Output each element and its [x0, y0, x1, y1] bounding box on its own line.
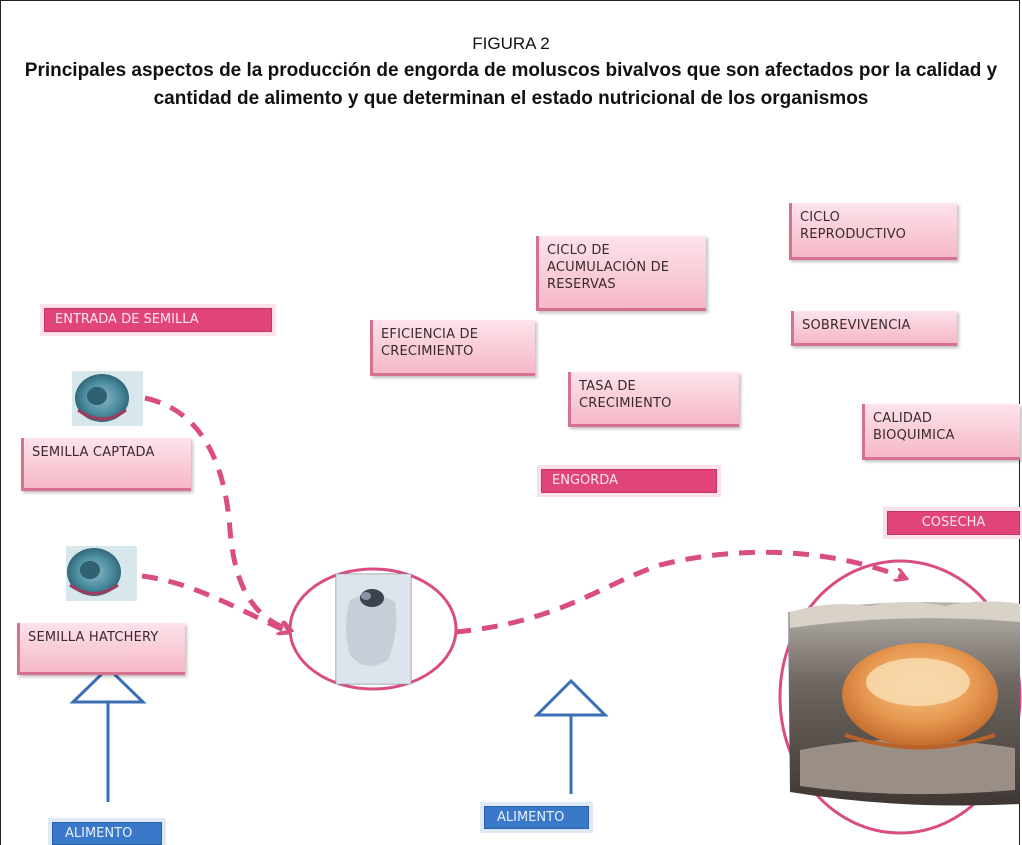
captured-seed-image: [72, 371, 143, 426]
label-semilla-captada-text: SEMILLA CAPTADA: [32, 445, 155, 460]
food-arrow-center: [533, 678, 609, 794]
label-tasa-crecimiento-text: TASA DE CRECIMIENTO: [579, 379, 672, 411]
label-sobrevivencia: SOBREVIVENCIA: [791, 311, 957, 346]
label-cosecha: COSECHA: [887, 511, 1020, 535]
scallop-image: [788, 601, 1020, 806]
label-eficiencia-crecimiento-text: EFICIENCIA DE CRECIMIENTO: [381, 327, 479, 359]
flow-arrow-hatchery: [141, 573, 288, 632]
label-alimento-left: ALIMENTO: [52, 822, 162, 845]
figure-label: FIGURA 2: [472, 34, 550, 53]
label-ciclo-acumulacion-text: CICLO DE ACUMULACIÓN DE RESERVAS: [547, 243, 670, 292]
label-calidad-bioquimica-text: CALIDAD BIOQUIMICA: [873, 411, 955, 443]
label-engorda: ENGORDA: [541, 469, 717, 493]
figure-title: Principales aspectos de la producción de…: [24, 60, 998, 109]
hatchery-seed-image: [66, 546, 137, 601]
seed-bag-image: [335, 573, 412, 685]
food-arrow-left: [69, 665, 147, 802]
label-semilla-captada: SEMILLA CAPTADA: [21, 438, 191, 491]
label-sobrevivencia-text: SOBREVIVENCIA: [802, 318, 911, 333]
label-entrada-semilla: ENTRADA DE SEMILLA: [44, 308, 272, 332]
label-eficiencia-crecimiento: EFICIENCIA DE CRECIMIENTO: [370, 320, 535, 376]
flow-arrow-captada: [144, 395, 290, 630]
engorda-circle: [288, 567, 458, 691]
label-ciclo-reproductivo: CICLO REPRODUCTIVO: [789, 203, 957, 260]
label-semilla-hatchery-text: SEMILLA HATCHERY: [28, 630, 159, 645]
label-alimento-center: ALIMENTO: [484, 806, 589, 829]
label-tasa-crecimiento: TASA DE CRECIMIENTO: [568, 372, 739, 427]
label-semilla-hatchery: SEMILLA HATCHERY: [17, 623, 185, 675]
label-ciclo-reproductivo-text: CICLO REPRODUCTIVO: [800, 210, 907, 242]
label-calidad-bioquimica: CALIDAD BIOQUIMICA: [862, 404, 1020, 460]
flow-arrow-to-harvest: [454, 549, 905, 635]
label-ciclo-acumulacion: CICLO DE ACUMULACIÓN DE RESERVAS: [536, 236, 706, 311]
